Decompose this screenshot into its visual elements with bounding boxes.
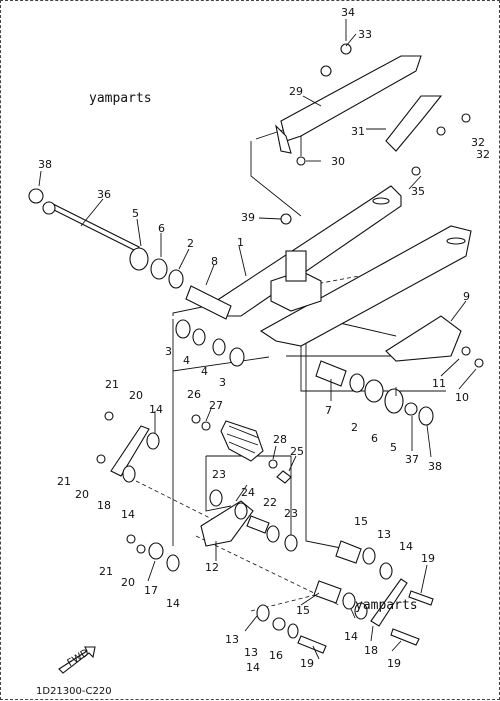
- part-number-callout: 10: [455, 391, 469, 404]
- leader-lines: [38, 19, 477, 660]
- part-number-callout: 14: [149, 403, 163, 416]
- part-number-callout: 5: [132, 207, 139, 220]
- part-number-callout: 15: [296, 604, 310, 617]
- part-number-callout: 9: [463, 290, 470, 303]
- part-number-callout: 2: [351, 421, 358, 434]
- part-number-callout: 34: [341, 6, 355, 19]
- right-lower-parts: [335, 540, 434, 606]
- part-number-callout: 13: [377, 528, 391, 541]
- right-side-bearings: [315, 360, 434, 426]
- part-number-callout: 2: [187, 237, 194, 250]
- part-number-callout: 19: [300, 657, 314, 670]
- part-number-callout: 14: [344, 630, 358, 643]
- rear-shock: [191, 414, 264, 462]
- part-number-callout: 20: [75, 488, 89, 501]
- swingarm-part-1: [215, 185, 472, 347]
- part-number-callout: 7: [325, 404, 332, 417]
- bracket-part-31: [296, 95, 471, 176]
- part-number-callout: 21: [99, 565, 113, 578]
- part-number-callout: 21: [57, 475, 71, 488]
- part-number-callout: 26: [187, 388, 201, 401]
- part-number-callout: 3: [219, 376, 226, 389]
- part-number-callout: 6: [158, 222, 165, 235]
- part-number-callout: 18: [97, 499, 111, 512]
- part-number-callout: 22: [263, 496, 277, 509]
- chain-slider-part-9: [385, 315, 484, 368]
- part-number-callout: 11: [432, 377, 446, 390]
- part-number-callout: 33: [358, 28, 372, 41]
- part-number-callout: 8: [211, 255, 218, 268]
- part-number-callout: 3: [165, 345, 172, 358]
- part-number-callout: 23: [212, 468, 226, 481]
- bottom-relay-parts: [256, 578, 420, 654]
- part-number-callout: 30: [331, 155, 345, 168]
- part-number-callout: 6: [371, 432, 378, 445]
- pivot-bearings: [129, 247, 245, 367]
- part-number-callout: 14: [246, 661, 260, 674]
- part-number-callout: 19: [421, 552, 435, 565]
- chain-guard-part-29: [275, 43, 422, 154]
- part-number-callout: 23: [284, 507, 298, 520]
- part-number-callout: 4: [183, 354, 190, 367]
- part-number-callout: 15: [354, 515, 368, 528]
- part-number-callout: 5: [390, 441, 397, 454]
- part-number-callout: 21: [105, 378, 119, 391]
- part-number-callout: 14: [166, 597, 180, 610]
- part-number-callout: 13: [225, 633, 239, 646]
- part-number-callout: 35: [411, 185, 425, 198]
- part-number-callout: 39: [241, 211, 255, 224]
- part-number-callout: 12: [205, 561, 219, 574]
- part-number-callout: 13: [244, 646, 258, 659]
- part-number-callout: 1: [237, 236, 244, 249]
- part-number-callout: 29: [289, 85, 303, 98]
- part-number-callout: 31: [351, 125, 365, 138]
- part-number-callout: 4: [201, 365, 208, 378]
- part-number-callout: 27: [209, 399, 223, 412]
- lower-left-parts: [126, 534, 180, 572]
- part-number-callout: 38: [38, 158, 52, 171]
- relay-arm-part-18-left: [96, 411, 160, 483]
- part-number-callout: 24: [241, 486, 255, 499]
- pivot-shaft-part-36: [28, 188, 140, 252]
- part-number-callout: 14: [121, 508, 135, 521]
- part-number-callout: 25: [290, 445, 304, 458]
- relay-arm-part-12: [200, 489, 298, 552]
- watermark-bottom: yamparts: [355, 598, 418, 613]
- diagram-code: 1D21300-C220: [36, 686, 112, 697]
- bolts-28-25: [268, 459, 292, 484]
- part-number-callout: 37: [405, 453, 419, 466]
- part-number-callout: 38: [428, 460, 442, 473]
- part-number-callout: 19: [387, 657, 401, 670]
- part-number-callout: 20: [129, 389, 143, 402]
- part-number-callout: 32: [476, 148, 490, 161]
- part-number-callout: 28: [273, 433, 287, 446]
- watermark-top: yamparts: [89, 91, 152, 106]
- part-number-callout: 32: [471, 136, 485, 149]
- part-number-callout: 17: [144, 584, 158, 597]
- part-number-callout: 16: [269, 649, 283, 662]
- part-number-callout: 36: [97, 188, 111, 201]
- fwd-arrow: FWD: [58, 646, 96, 674]
- part-number-callout: 18: [364, 644, 378, 657]
- part-number-callout: 14: [399, 540, 413, 553]
- part-number-callout: 20: [121, 576, 135, 589]
